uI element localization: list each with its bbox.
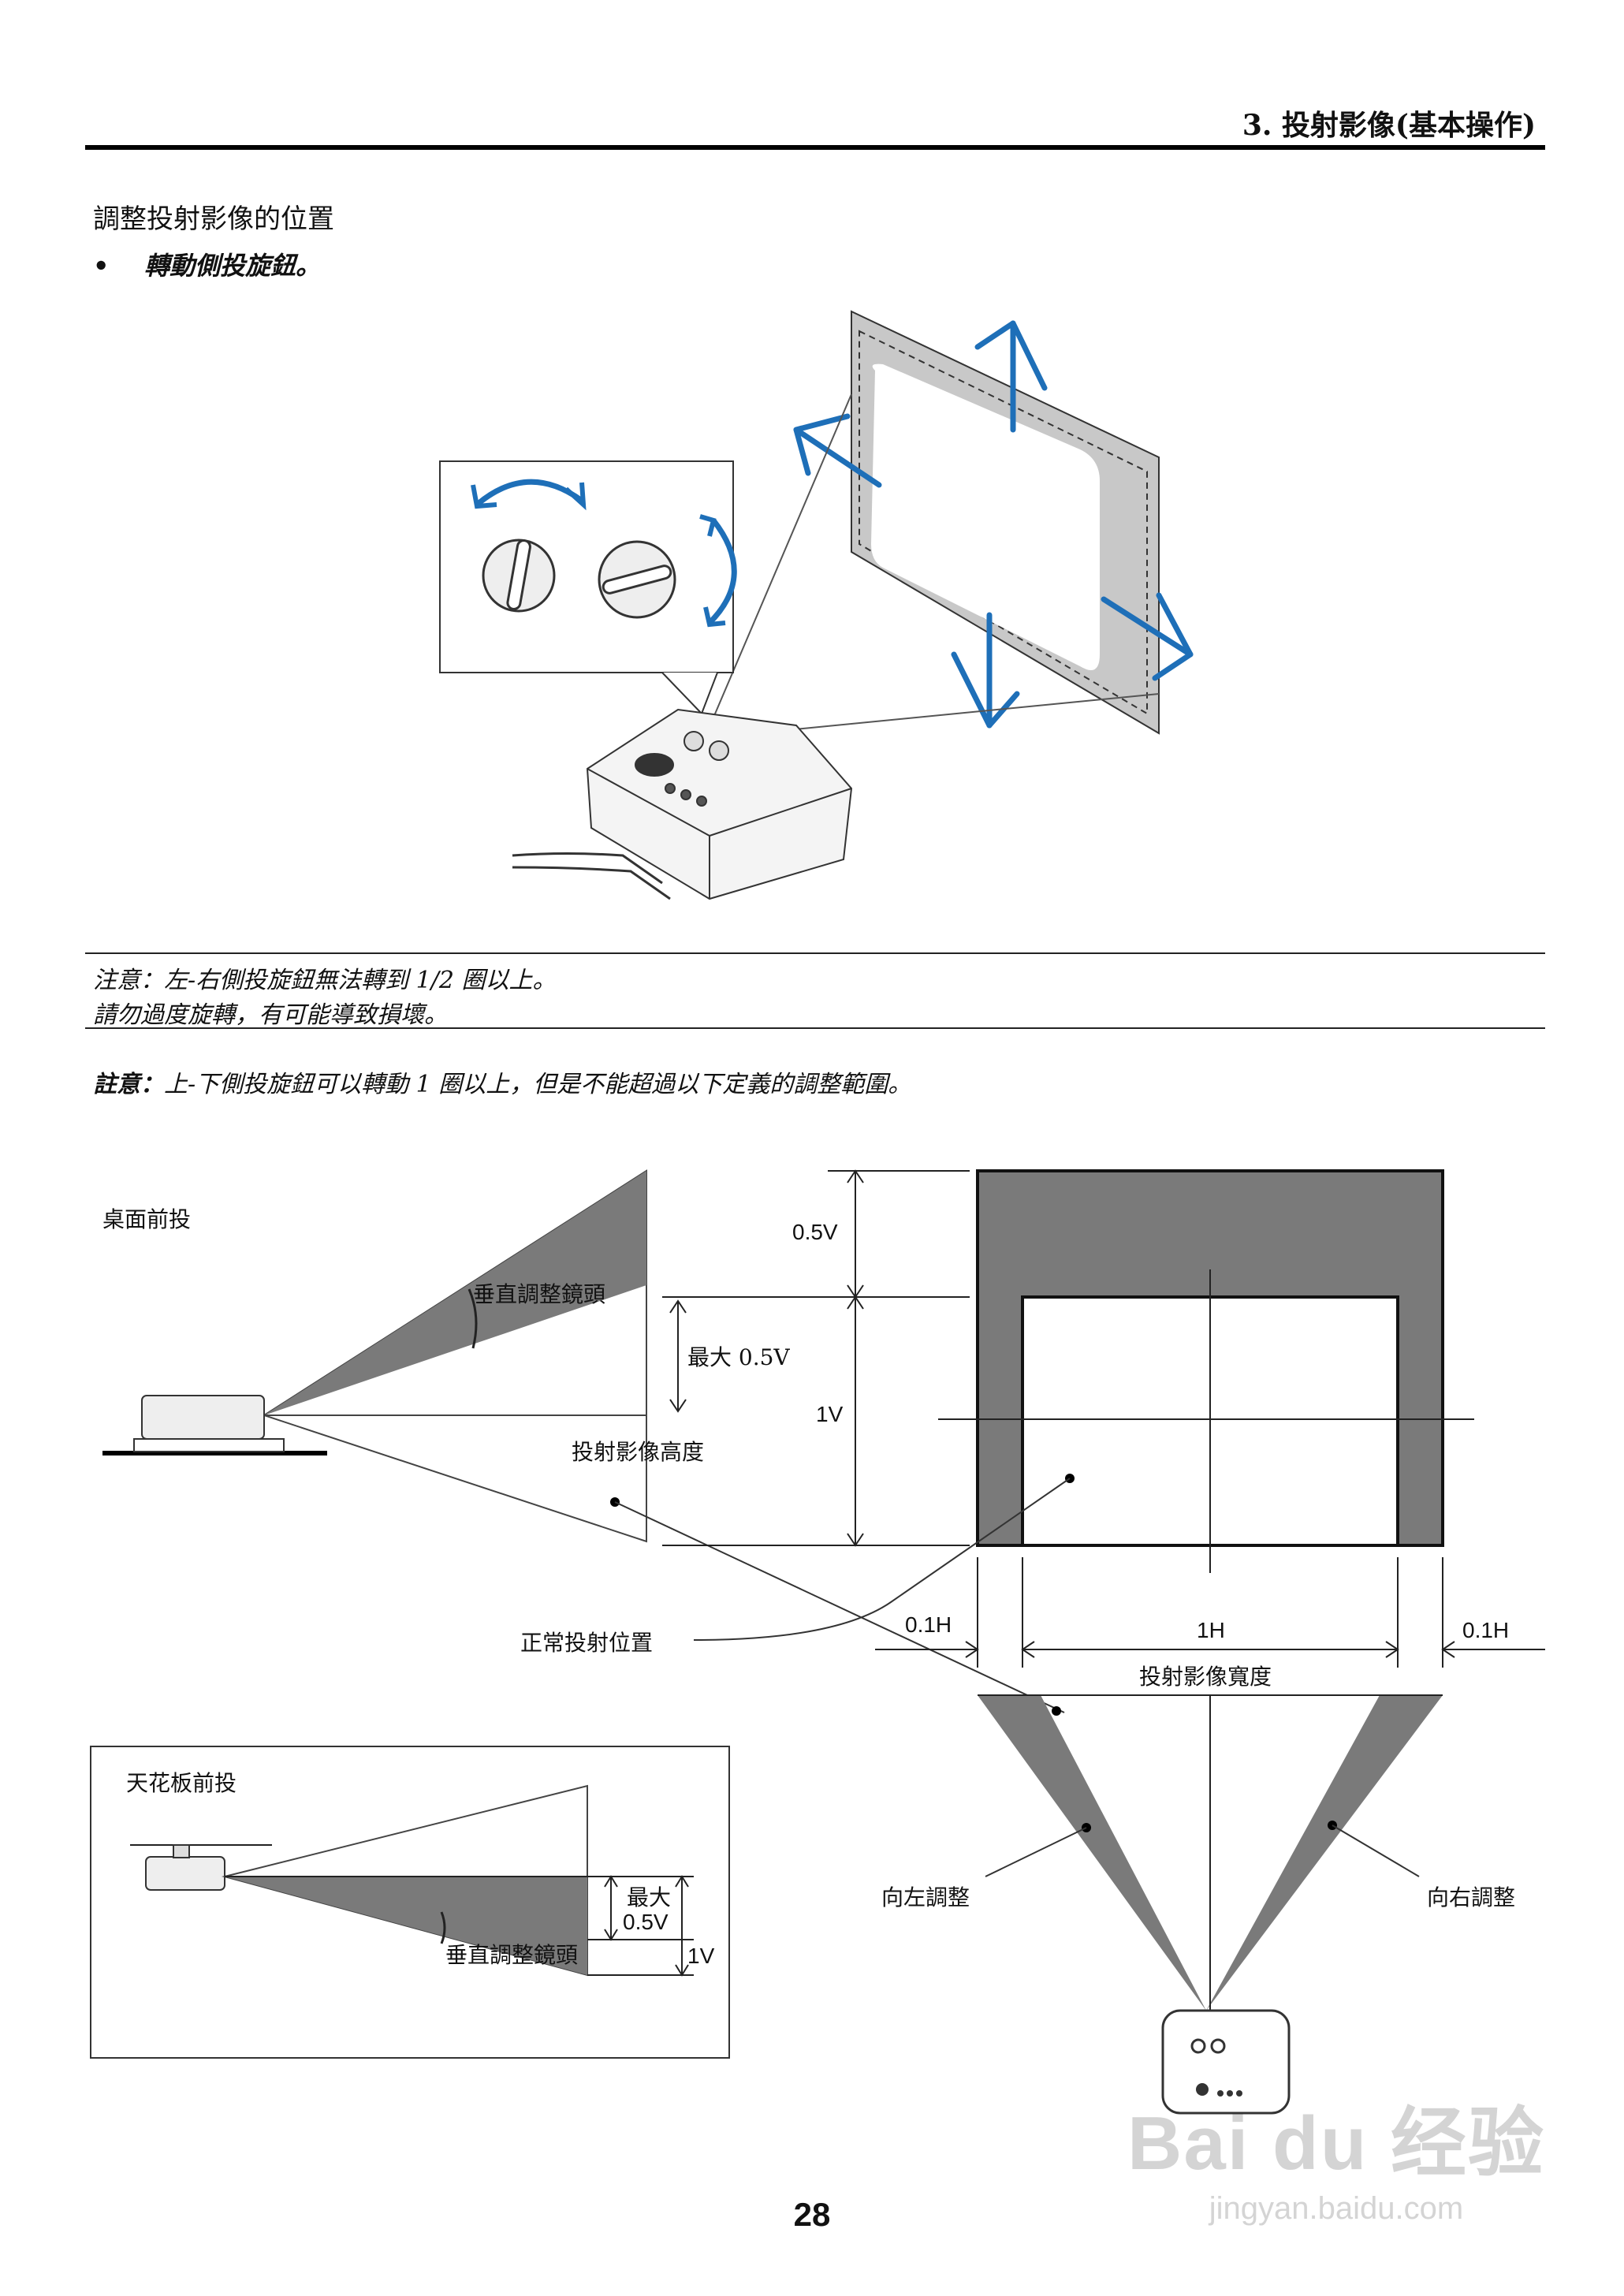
one-v-label: 1V bbox=[816, 1402, 844, 1426]
projection-screen bbox=[851, 310, 1160, 735]
ceiling-max-label: 最大 bbox=[627, 1884, 672, 1910]
instruction-text: 轉動側投旋鈕。 bbox=[144, 251, 322, 281]
page-number: 28 bbox=[793, 2196, 831, 2233]
shift-arrows bbox=[793, 320, 1194, 729]
knob-callout bbox=[439, 460, 737, 715]
chapter-title: 3. 投射影像(基本操作) bbox=[1242, 109, 1536, 142]
image-width-label: 投射影像寬度 bbox=[1139, 1664, 1272, 1690]
desk-front-diagram bbox=[102, 1169, 1065, 1713]
note-bottom-rule bbox=[85, 1027, 1545, 1029]
height-dimensions bbox=[662, 1169, 970, 1547]
baidu-watermark: Bai du 经验 jingyan.baidu.com bbox=[1127, 2082, 1545, 2227]
section-title: 調整投射影像的位置 bbox=[93, 203, 334, 235]
top-view-cones bbox=[978, 1694, 1443, 2115]
shift-left-label: 向左調整 bbox=[881, 1884, 970, 1910]
width-dimensions bbox=[875, 1557, 1545, 1668]
watermark-url: jingyan.baidu.com bbox=[1209, 2191, 1464, 2226]
projector-device bbox=[512, 708, 853, 900]
ceiling-lens-label: 垂直調整鏡頭 bbox=[445, 1942, 579, 1968]
shift-range-frame bbox=[693, 1169, 1474, 1641]
watermark-brand: Bai du 经验 bbox=[1127, 2101, 1545, 2186]
memo-text: 上-下側投旋鈕可以轉動 1 圈以上，但是不能超過以下定義的調整範圍。 bbox=[164, 1071, 912, 1098]
memo-label: 註意： bbox=[93, 1071, 164, 1098]
memo-line: 註意：上-下側投旋鈕可以轉動 1 圈以上，但是不能超過以下定義的調整範圍。 bbox=[93, 1064, 911, 1099]
note-top-rule bbox=[85, 952, 1545, 954]
instruction-bullet: • 轉動側投旋鈕。 bbox=[93, 251, 322, 281]
image-height-label: 投射影像高度 bbox=[572, 1439, 705, 1465]
left-margin-label: 0.1H bbox=[905, 1612, 952, 1637]
half-v-label: 0.5V bbox=[792, 1220, 838, 1244]
desk-front-label: 桌面前投 bbox=[102, 1206, 192, 1232]
shift-right-label: 向右調整 bbox=[1427, 1884, 1516, 1910]
ceiling-front-diagram bbox=[90, 1746, 730, 2059]
ceiling-max-value: 0.5V bbox=[623, 1910, 669, 1934]
note-line-1: 注意：左-右側投旋鈕無法轉到 1/2 圈以上。 bbox=[93, 967, 557, 994]
vertical-lens-label: 垂直調整鏡頭 bbox=[473, 1281, 606, 1307]
normal-position-label: 正常投射位置 bbox=[520, 1630, 654, 1656]
one-h-label: 1H bbox=[1197, 1618, 1225, 1642]
header-divider bbox=[85, 145, 1545, 150]
note-line-2: 請勿過度旋轉，有可能導致損壞。 bbox=[93, 1001, 448, 1029]
max-shift-label: 最大 0.5V bbox=[687, 1344, 790, 1370]
right-margin-label: 0.1H bbox=[1462, 1618, 1510, 1642]
ceiling-one-v-label: 1V bbox=[687, 1944, 715, 1968]
ceiling-front-label: 天花板前投 bbox=[126, 1770, 237, 1796]
